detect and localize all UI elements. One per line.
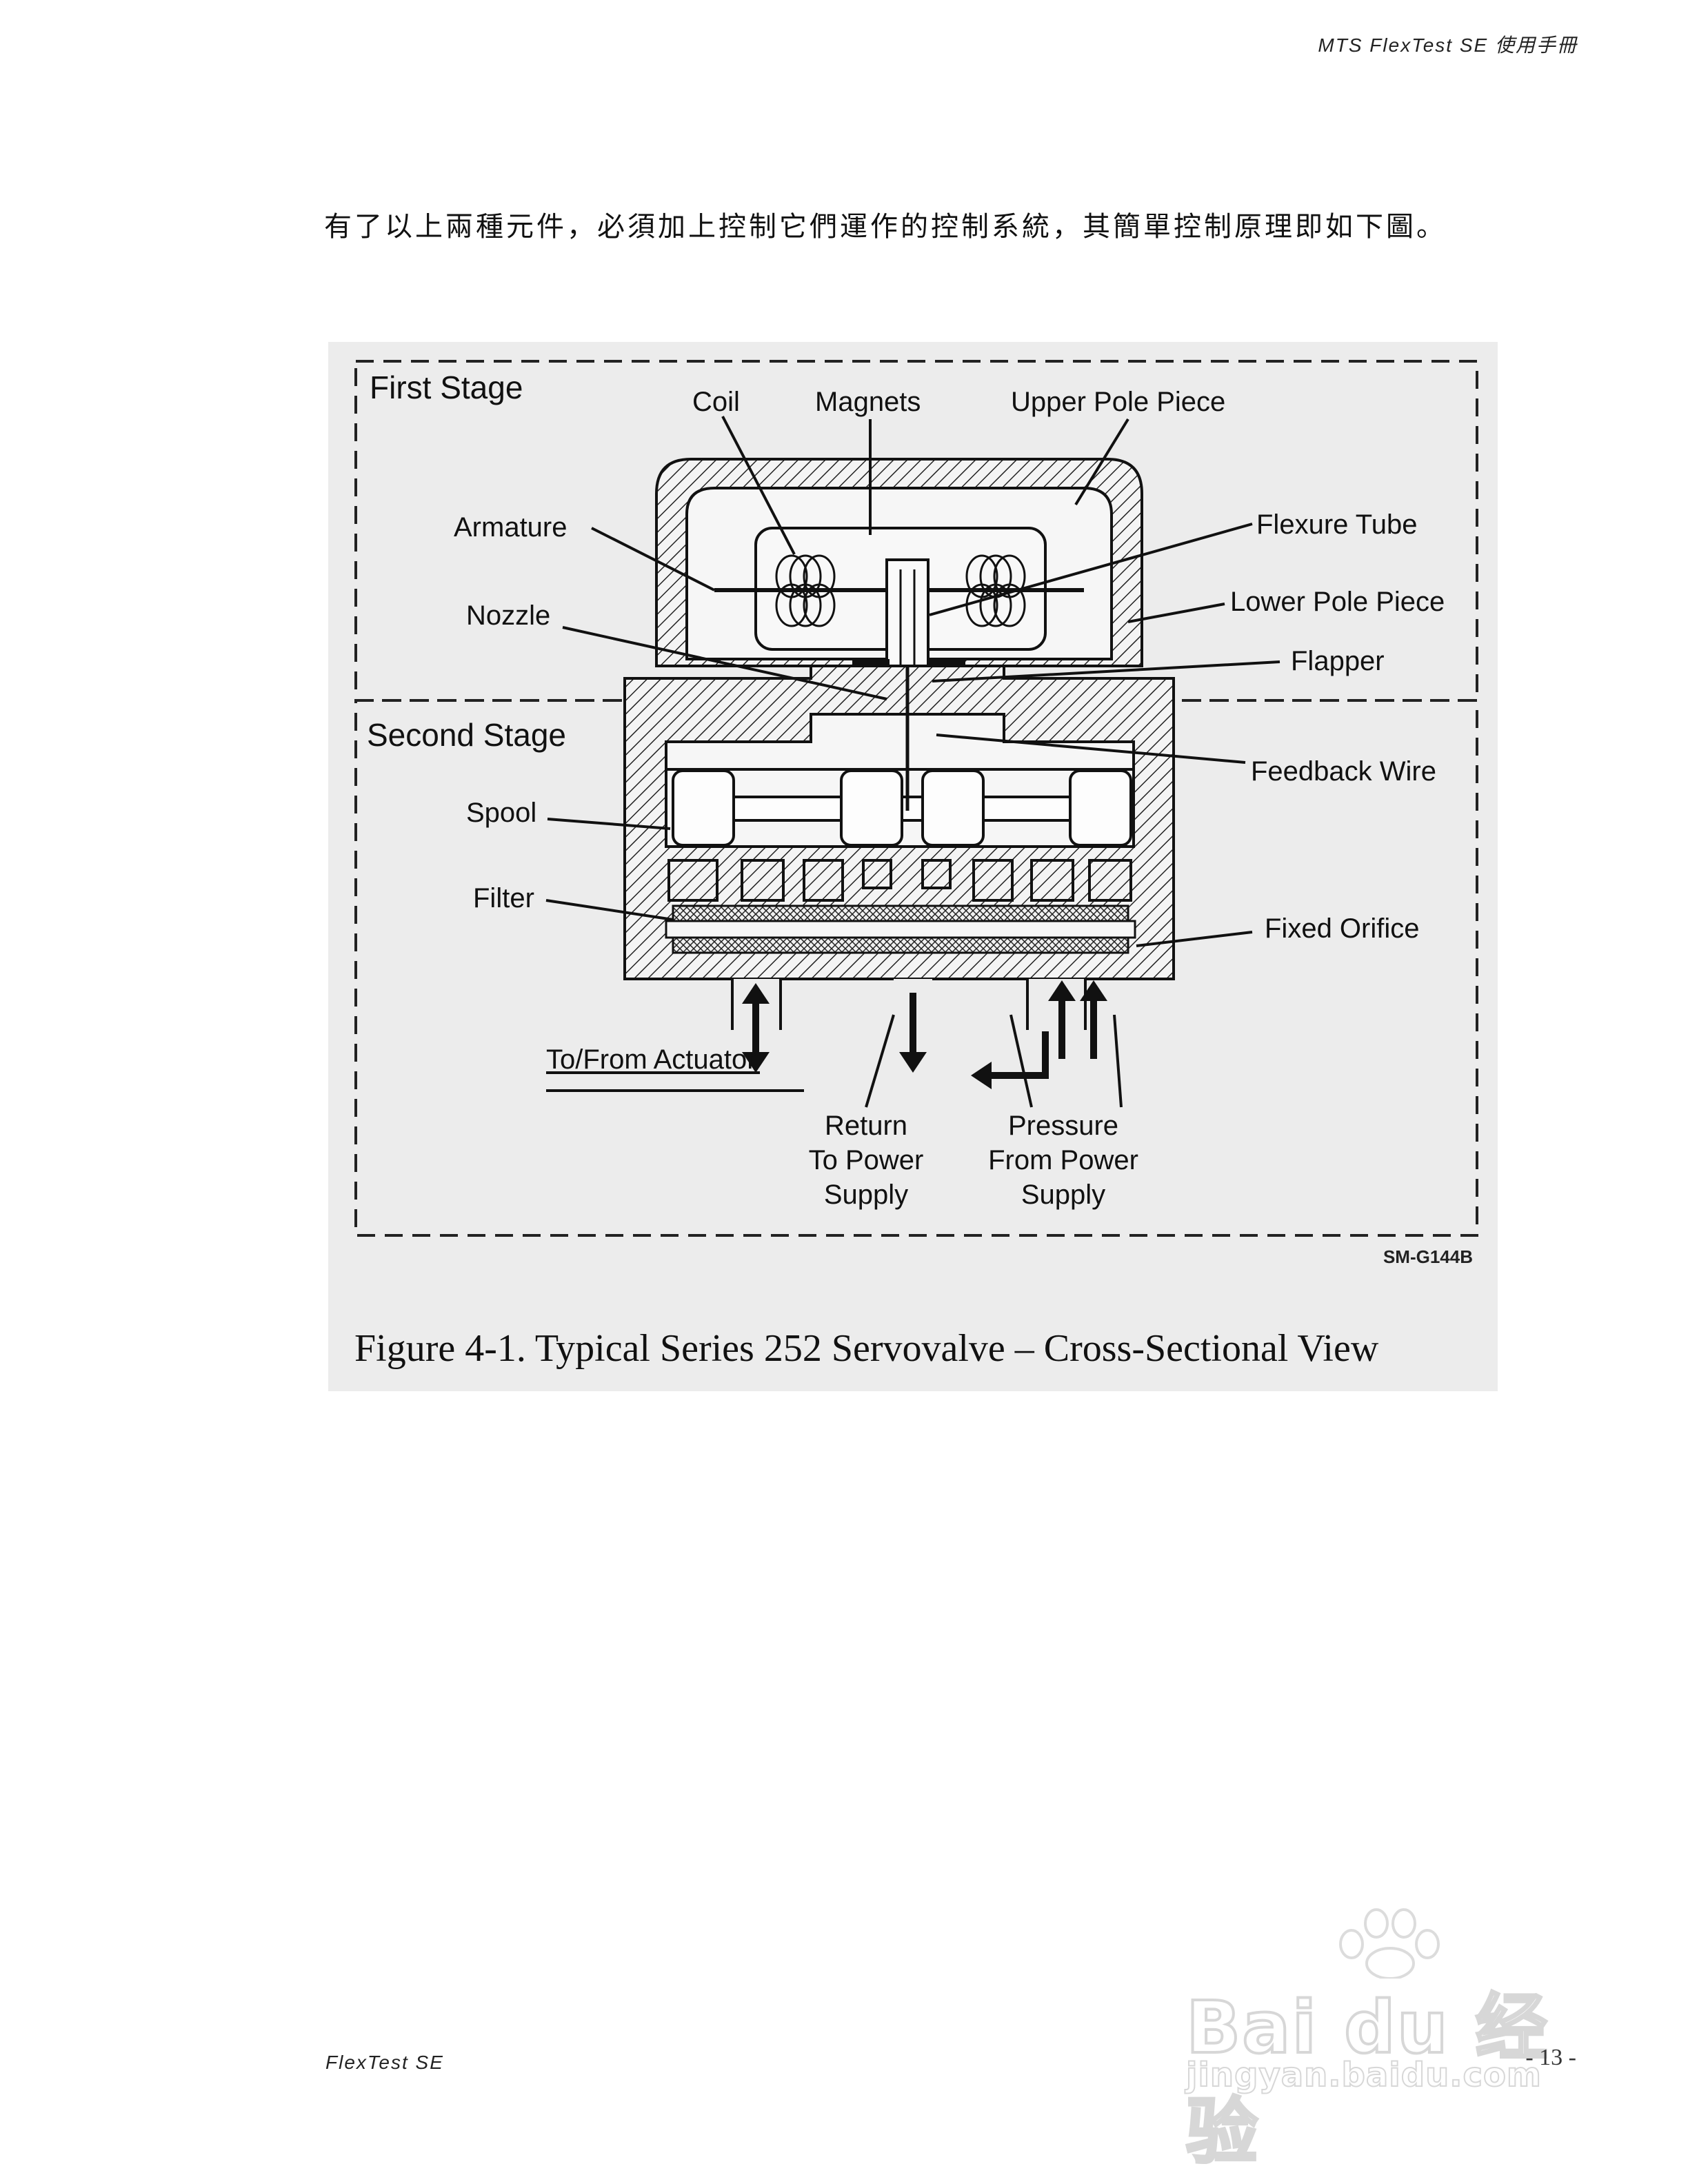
coil-left (775, 554, 836, 627)
figure-servovalve: First Stage Second Stage Coil Magnets Up… (328, 342, 1498, 1391)
label-pressure-2: From Power (988, 1145, 1138, 1175)
spool (672, 769, 1132, 847)
intro-paragraph: 有了以上兩種元件，必須加上控制它們運作的控制系統，其簡單控制原理即如下圖。 (324, 211, 1447, 243)
flow-arrows (752, 993, 1097, 1059)
second-stage-label: Second Stage (367, 717, 566, 753)
label-return-2: To Power (809, 1145, 924, 1175)
label-lower-pole-piece: Lower Pole Piece (1230, 587, 1445, 617)
label-flexure-tube: Flexure Tube (1256, 509, 1417, 540)
label-magnets: Magnets (815, 387, 921, 417)
figure-code: SM-G144B (1383, 1246, 1473, 1267)
label-spool: Spool (466, 798, 536, 828)
label-feedback-wire: Feedback Wire (1251, 756, 1436, 787)
label-pressure-1: Pressure (1008, 1111, 1118, 1141)
figure-caption: Figure 4-1. Typical Series 252 Servovalv… (354, 1327, 1379, 1370)
servovalve-diagram: First Stage Second Stage Coil Magnets Up… (354, 360, 1478, 1237)
label-armature: Armature (454, 512, 567, 543)
flexure-tube (885, 558, 930, 671)
label-filter: Filter (473, 883, 534, 913)
port-blocks (667, 859, 1132, 902)
label-fixed-orifice: Fixed Orifice (1265, 913, 1420, 944)
baidu-watermark-logo: Bai du 经验 jingyan.baidu.com (1172, 1903, 1558, 2175)
page-number: - 13 - (1525, 2045, 1576, 2070)
page-footer-title: FlexTest SE (325, 2052, 444, 2073)
label-to-from-actuator: To/From Actuator (546, 1044, 756, 1075)
label-return-3: Supply (824, 1180, 908, 1210)
paw-icon (1339, 1908, 1440, 1979)
page-header: MTS FlexTest SE 使用手冊 (1318, 34, 1578, 56)
label-return-1: Return (825, 1111, 907, 1141)
label-flapper: Flapper (1291, 646, 1385, 676)
watermark-sub: jingyan.baidu.com (1185, 2055, 1542, 2095)
label-upper-pole-piece: Upper Pole Piece (1011, 387, 1225, 417)
label-pressure-3: Supply (1021, 1180, 1105, 1210)
coil-right (965, 554, 1026, 627)
first-stage-label: First Stage (370, 370, 523, 405)
label-nozzle: Nozzle (466, 600, 550, 631)
filter-element (672, 904, 1129, 922)
watermark-main: Bai du 经验 (1185, 1984, 1549, 2175)
label-coil: Coil (692, 387, 740, 417)
